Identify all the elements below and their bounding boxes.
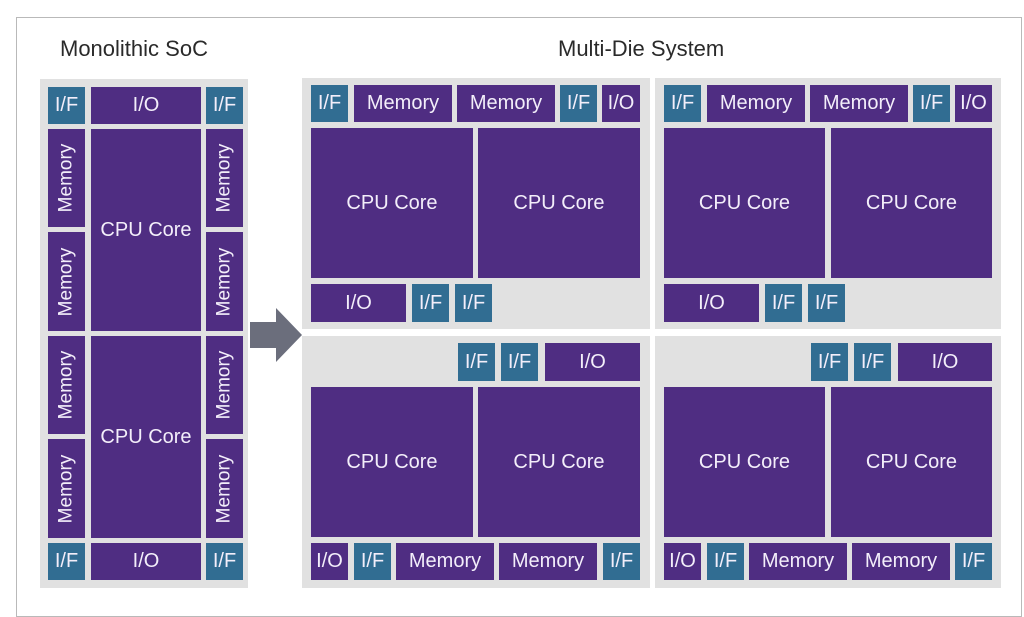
cpu-core-block: CPU Core — [478, 387, 640, 537]
interface-block: I/F — [913, 85, 950, 122]
cpu-core-block: CPU Core — [91, 336, 201, 538]
memory-label: Memory — [213, 143, 235, 213]
die-bottom-right: I/F I/F I/O CPU Core CPU Core I/O I/F Me… — [655, 336, 1001, 588]
memory-label: Memory — [55, 247, 77, 316]
memory-block: Memory — [707, 85, 805, 122]
interface-block: I/F — [455, 284, 492, 322]
cpu-core-block: CPU Core — [664, 387, 825, 537]
memory-block: Memory — [206, 439, 243, 538]
memory-block: Memory — [354, 85, 452, 122]
interface-block: I/F — [808, 284, 845, 322]
monolithic-soc-panel: I/F I/O I/F Memory Memory Memory Memory … — [40, 79, 248, 588]
interface-block: I/F — [560, 85, 597, 122]
cpu-core-block: CPU Core — [478, 128, 640, 278]
interface-block: I/F — [603, 543, 640, 580]
io-block: I/O — [91, 543, 201, 580]
memory-block: Memory — [206, 232, 243, 331]
interface-block: I/F — [955, 543, 992, 580]
memory-block: Memory — [48, 129, 85, 227]
memory-block: Memory — [206, 129, 243, 227]
interface-block: I/F — [707, 543, 744, 580]
interface-block: I/F — [48, 543, 85, 580]
cpu-core-block: CPU Core — [91, 129, 201, 331]
interface-block: I/F — [458, 343, 495, 381]
interface-block: I/F — [206, 87, 243, 124]
memory-block: Memory — [749, 543, 847, 580]
interface-block: I/F — [664, 85, 701, 122]
cpu-core-block: CPU Core — [311, 387, 473, 537]
memory-label: Memory — [213, 454, 235, 523]
io-block: I/O — [664, 543, 701, 580]
die-bottom-left: I/F I/F I/O CPU Core CPU Core I/O I/F Me… — [302, 336, 650, 588]
multi-die-system-title: Multi-Die System — [558, 36, 725, 61]
memory-block: Memory — [48, 336, 85, 434]
interface-block: I/F — [501, 343, 538, 381]
memory-block: Memory — [810, 85, 908, 122]
io-block: I/O — [311, 284, 406, 322]
memory-label: Memory — [213, 247, 235, 316]
memory-block: Memory — [48, 232, 85, 331]
memory-label: Memory — [55, 143, 77, 213]
interface-block: I/F — [765, 284, 802, 322]
interface-block: I/F — [354, 543, 391, 580]
io-block: I/O — [898, 343, 992, 381]
cpu-core-block: CPU Core — [831, 128, 992, 278]
io-block: I/O — [602, 85, 640, 122]
right-arrow-icon — [250, 308, 302, 362]
die-top-right: I/F Memory Memory I/F I/O CPU Core CPU C… — [655, 78, 1001, 329]
cpu-core-block: CPU Core — [311, 128, 473, 278]
memory-label: Memory — [55, 350, 77, 420]
memory-block: Memory — [457, 85, 555, 122]
cpu-core-block: CPU Core — [664, 128, 825, 278]
interface-block: I/F — [206, 543, 243, 580]
interface-block: I/F — [854, 343, 891, 381]
die-top-left: I/F Memory Memory I/F I/O CPU Core CPU C… — [302, 78, 650, 329]
memory-block: Memory — [206, 336, 243, 434]
monolithic-soc-title: Monolithic SoC — [60, 36, 208, 61]
interface-block: I/F — [48, 87, 85, 124]
io-block: I/O — [955, 85, 992, 122]
io-block: I/O — [91, 87, 201, 124]
memory-block: Memory — [396, 543, 494, 580]
io-block: I/O — [311, 543, 348, 580]
io-block: I/O — [664, 284, 759, 322]
memory-block: Memory — [852, 543, 950, 580]
memory-block: Memory — [48, 439, 85, 538]
interface-block: I/F — [811, 343, 848, 381]
interface-block: I/F — [412, 284, 449, 322]
cpu-core-block: CPU Core — [831, 387, 992, 537]
memory-label: Memory — [55, 454, 77, 523]
io-block: I/O — [545, 343, 640, 381]
memory-label: Memory — [213, 350, 235, 420]
interface-block: I/F — [311, 85, 348, 122]
memory-block: Memory — [499, 543, 597, 580]
